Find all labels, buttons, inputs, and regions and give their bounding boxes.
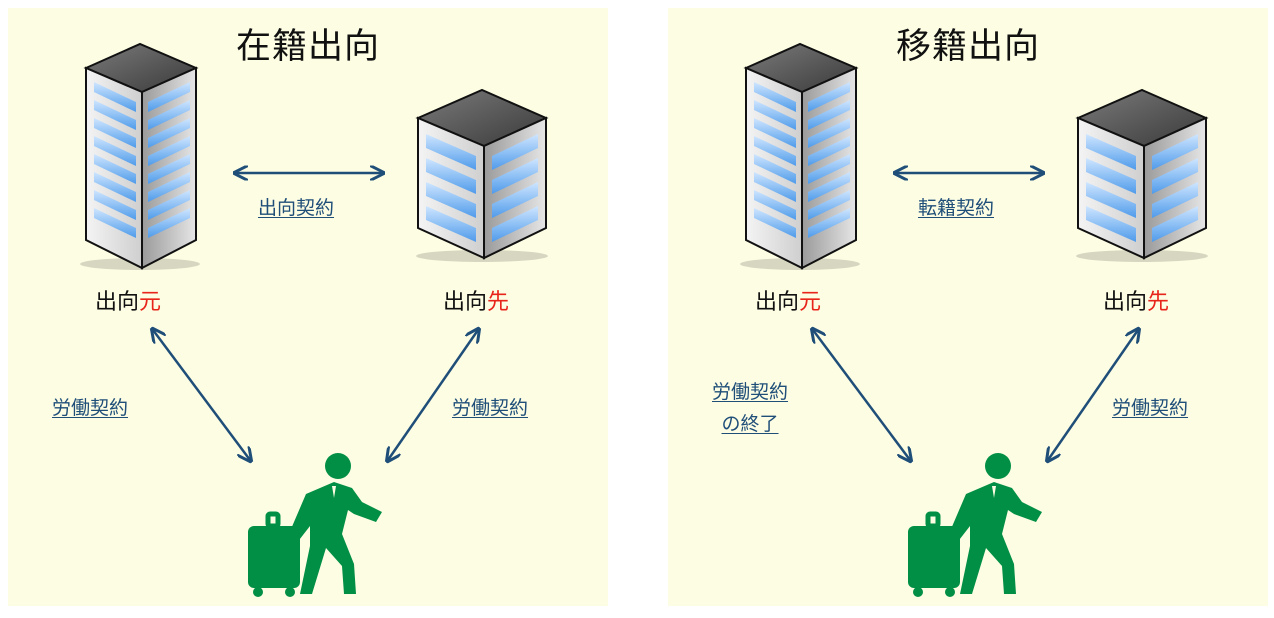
labor-contract-end-label: 労働契約 の終了 — [712, 381, 789, 435]
destination-building-icon — [1075, 89, 1209, 263]
origin-building-icon — [739, 43, 861, 271]
employee-traveler-icon — [248, 453, 382, 597]
labor-arrow-left — [813, 330, 910, 460]
origin-company-label: 出向元 — [95, 290, 162, 315]
destination-company-label: 出向先 — [1103, 290, 1170, 315]
company-contract-label: 出向契約 — [258, 197, 335, 219]
employee-traveler-icon — [908, 453, 1042, 597]
labor-contract-left-label: 労働契約 — [52, 397, 129, 419]
diagram-art — [79, 43, 549, 606]
labor-arrow-right — [388, 330, 478, 460]
labor-contract-right-label: 労働契約 — [452, 397, 529, 419]
company-contract-label: 転籍契約 — [918, 197, 995, 219]
panel-title: 移籍出向 — [895, 27, 1040, 67]
labor-arrow-left — [153, 330, 250, 460]
diagram-art — [739, 43, 1209, 606]
panel-iseki: 移籍出向 出向元 出向先 転籍契約 労働契約 の終了 労働契約 — [668, 8, 1268, 606]
destination-building-icon — [415, 89, 549, 263]
labor-arrow-right — [1048, 330, 1138, 460]
panel-zaiseki: 在籍出向 出向元 出向先 出向契約 労働契約 労働契約 — [8, 8, 608, 606]
origin-company-label: 出向元 — [755, 290, 822, 315]
labor-contract-right-label: 労働契約 — [1112, 397, 1189, 419]
panel-title: 在籍出向 — [235, 27, 380, 67]
destination-company-label: 出向先 — [443, 290, 510, 315]
origin-building-icon — [79, 43, 201, 271]
